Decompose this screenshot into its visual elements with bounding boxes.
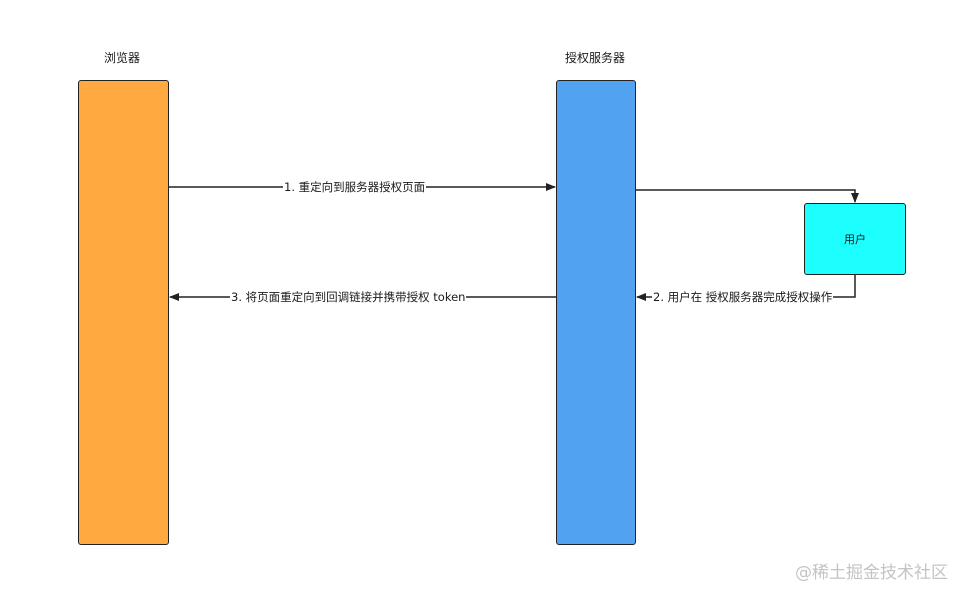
step2-label: 2. 用户在 授权服务器完成授权操作 bbox=[652, 290, 834, 305]
arrow-server-to-user bbox=[636, 189, 859, 203]
auth-server-title: 授权服务器 bbox=[564, 51, 626, 65]
auth-server-lifeline bbox=[556, 80, 636, 545]
step1-label: 1. 重定向到服务器授权页面 bbox=[283, 180, 427, 195]
step3-label: 3. 将页面重定向到回调链接并携带授权 token bbox=[230, 290, 467, 305]
browser-lifeline bbox=[78, 80, 169, 545]
user-label: 用户 bbox=[844, 233, 866, 246]
browser-title: 浏览器 bbox=[103, 51, 141, 65]
user-box: 用户 bbox=[804, 203, 906, 275]
watermark: @稀土掘金技术社区 bbox=[795, 563, 948, 583]
